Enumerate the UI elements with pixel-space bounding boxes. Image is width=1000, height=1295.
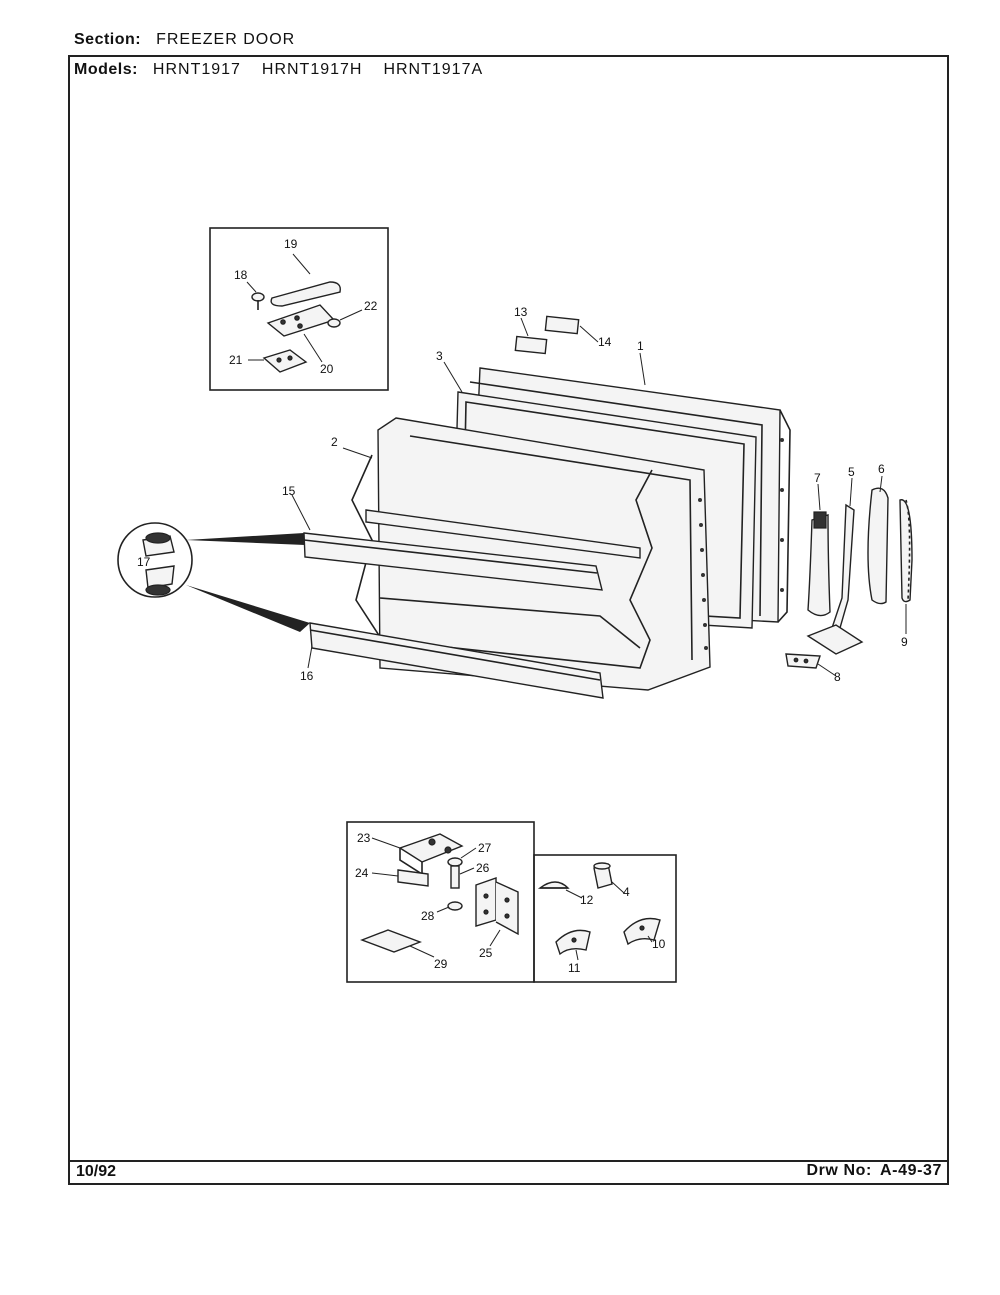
callout-7: 7 bbox=[814, 471, 821, 485]
callout-labels: 1 2 3 4 5 6 7 8 9 10 11 12 13 14 15 16 1… bbox=[137, 237, 908, 975]
screw-part bbox=[251, 292, 265, 302]
callout-8: 8 bbox=[834, 670, 841, 684]
callout-20: 20 bbox=[320, 362, 334, 376]
rail-end-detail bbox=[117, 522, 310, 632]
drawing-date: 10/92 bbox=[76, 1163, 117, 1180]
handle-grip-part bbox=[867, 487, 889, 605]
callout-26: 26 bbox=[476, 861, 490, 875]
handle-trim-part bbox=[899, 499, 913, 603]
handle-plate-part bbox=[785, 653, 821, 669]
badge-part bbox=[544, 315, 580, 335]
callout-24: 24 bbox=[355, 866, 369, 880]
callout-9: 9 bbox=[901, 635, 908, 649]
hinge-bracket-part bbox=[398, 833, 464, 863]
nameplate-part bbox=[514, 335, 548, 355]
callout-22: 22 bbox=[364, 299, 378, 313]
callout-19: 19 bbox=[284, 237, 298, 251]
models-label: Models: bbox=[74, 61, 138, 78]
callout-28: 28 bbox=[421, 909, 435, 923]
callout-21: 21 bbox=[229, 353, 243, 367]
model-3: HRNT1917A bbox=[383, 61, 484, 78]
footer-divider bbox=[68, 1160, 949, 1162]
callout-29: 29 bbox=[434, 957, 448, 971]
handle-strap-part bbox=[807, 514, 831, 617]
models-header: Models: HRNT1917 HRNT1917H HRNT1917A bbox=[74, 61, 499, 79]
callout-2: 2 bbox=[331, 435, 338, 449]
callout-16: 16 bbox=[300, 669, 314, 683]
callout-5: 5 bbox=[848, 465, 855, 479]
callout-11: 11 bbox=[568, 961, 581, 975]
small-parts-inset bbox=[533, 854, 677, 983]
hinge-part bbox=[266, 304, 336, 337]
hinge-spacer-part bbox=[397, 869, 429, 887]
callout-14: 14 bbox=[598, 335, 612, 349]
hinge-pin-part bbox=[450, 865, 460, 889]
callout-23: 23 bbox=[357, 831, 371, 845]
section-header: Section: FREEZER DOOR bbox=[74, 31, 311, 49]
hinge-shim-lower-part bbox=[360, 929, 422, 953]
door-liner bbox=[377, 417, 711, 691]
callout-27: 27 bbox=[478, 841, 492, 855]
plug-part bbox=[537, 881, 570, 889]
callout-13: 13 bbox=[514, 305, 528, 319]
washer-part bbox=[327, 318, 341, 328]
handle-hinge-part bbox=[806, 624, 864, 655]
bushing-part bbox=[447, 857, 463, 867]
callout-15: 15 bbox=[282, 484, 296, 498]
door-stop-alt-part bbox=[623, 917, 661, 946]
callout-4: 4 bbox=[623, 885, 630, 899]
section-label: Section: bbox=[74, 31, 142, 48]
drawing-frame bbox=[68, 55, 949, 1185]
hinge-hardware-inset bbox=[346, 821, 535, 983]
callout-1: 1 bbox=[637, 339, 644, 353]
leader-lines bbox=[291, 317, 907, 677]
callout-6: 6 bbox=[878, 462, 885, 476]
hinge-cover-part bbox=[270, 281, 341, 307]
drawing-number-block: Drw No: A-49-37 bbox=[798, 1162, 942, 1180]
callout-12: 12 bbox=[580, 893, 594, 907]
drawing-number-label: Drw No: bbox=[806, 1162, 872, 1179]
door-shelf-rail-upper bbox=[303, 532, 603, 591]
hinge-plate-part bbox=[475, 877, 497, 927]
callout-10: 10 bbox=[652, 937, 666, 951]
model-2: HRNT1917H bbox=[261, 61, 363, 78]
hinge-cover-inset bbox=[209, 227, 389, 391]
section-value: FREEZER DOOR bbox=[156, 31, 296, 48]
callout-18: 18 bbox=[234, 268, 248, 282]
hinge-shim-part bbox=[262, 349, 308, 373]
handle-parts bbox=[785, 487, 913, 669]
callout-25: 25 bbox=[479, 946, 493, 960]
liner-shelf bbox=[365, 509, 641, 559]
drawing-number: A-49-37 bbox=[879, 1162, 942, 1179]
callout-3: 3 bbox=[436, 349, 443, 363]
washer-lower-part bbox=[447, 901, 463, 911]
model-1: HRNT1917 bbox=[152, 61, 241, 78]
handle-bracket-part bbox=[831, 503, 855, 637]
callout-17: 17 bbox=[137, 555, 151, 569]
door-assembly bbox=[303, 315, 791, 699]
door-shelf-rail-lower bbox=[309, 622, 604, 699]
